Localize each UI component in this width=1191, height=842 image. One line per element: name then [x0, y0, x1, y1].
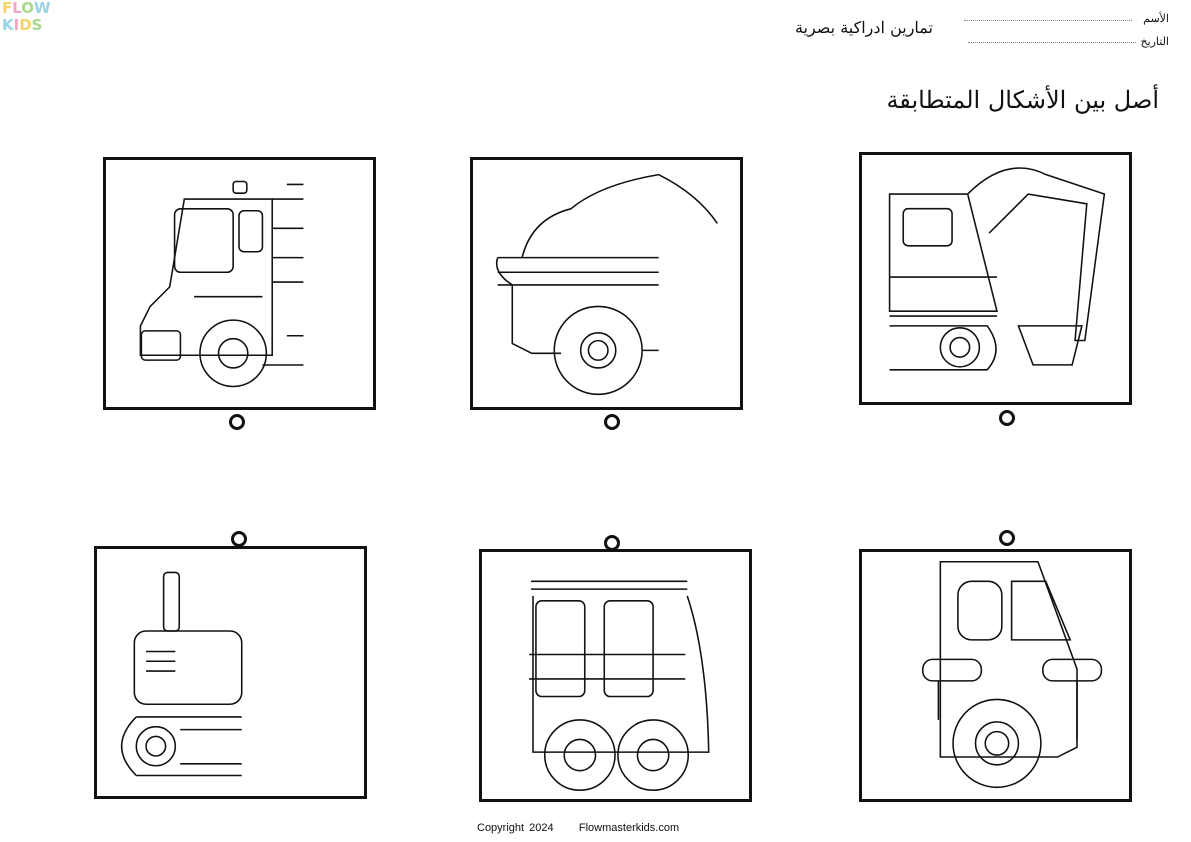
- instruction-title: أصل بين الأشكال المتطابقة: [886, 86, 1159, 114]
- bulldozer-image: [121, 571, 243, 777]
- match-dot-top-2[interactable]: [604, 414, 620, 430]
- card-dump-truck-back: [470, 157, 743, 410]
- card-dump-truck-front: [859, 549, 1132, 802]
- fire-truck-front-image: [139, 180, 304, 388]
- excavator-image: [888, 167, 1106, 371]
- date-field[interactable]: [968, 42, 1136, 43]
- name-field[interactable]: [964, 20, 1132, 21]
- dump-truck-back-image: [495, 173, 718, 396]
- site-link[interactable]: Flowmasterkids.com: [578, 822, 680, 834]
- match-dot-bottom-3[interactable]: [999, 530, 1015, 546]
- match-dot-top-1[interactable]: [229, 414, 245, 430]
- fire-truck-back-image: [529, 580, 710, 791]
- card-excavator: [859, 152, 1132, 405]
- date-label: التاريخ: [1140, 35, 1169, 48]
- match-dot-top-3[interactable]: [999, 410, 1015, 426]
- card-bulldozer: [94, 546, 367, 799]
- flow-kids-logo: FLOW KIDS: [2, 0, 51, 34]
- card-fire-truck-back: [479, 549, 752, 802]
- copyright-text: Copyright 2024: [477, 822, 554, 834]
- worksheet-subtitle: تمارين ادراكية بصرية: [794, 18, 933, 37]
- footer: Copyright 2024 Flowmasterkids.com: [477, 822, 679, 834]
- card-fire-truck-front: [103, 157, 376, 410]
- dump-truck-front-image: [921, 560, 1103, 789]
- match-dot-bottom-1[interactable]: [231, 531, 247, 547]
- name-label: الأسم: [1143, 12, 1169, 25]
